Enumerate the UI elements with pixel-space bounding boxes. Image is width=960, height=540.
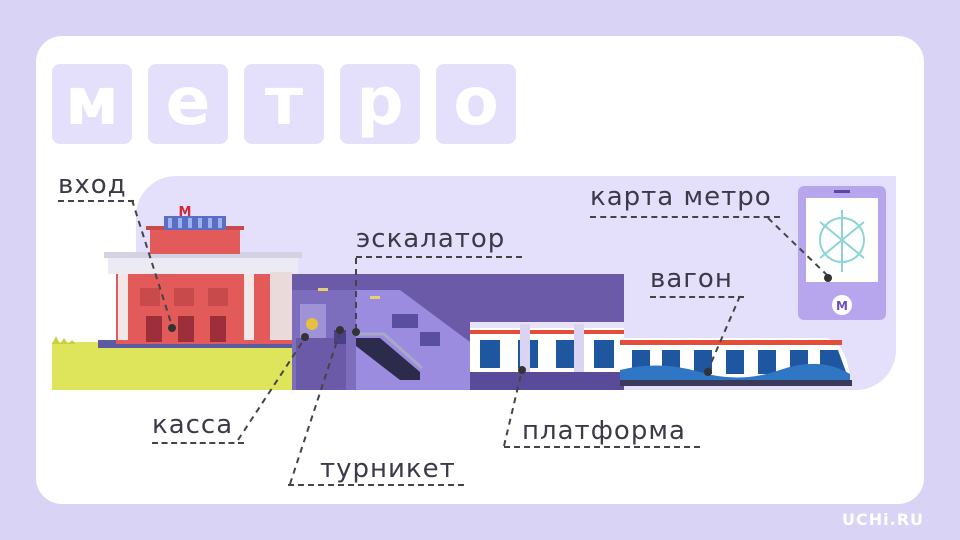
leader-dots	[168, 274, 832, 376]
station-sign: М	[179, 205, 192, 220]
station-building	[98, 216, 302, 348]
label-platform: платформа	[522, 416, 686, 446]
grass-tufts	[52, 336, 76, 344]
label-metro-map-underline	[590, 216, 780, 218]
metro-train	[620, 338, 852, 386]
map-logo: М	[836, 299, 848, 313]
label-escalator-underline	[356, 256, 522, 258]
grass	[52, 342, 292, 390]
leader-lines	[131, 199, 829, 485]
label-entrance-underline	[58, 200, 134, 202]
metro-map-phone	[798, 186, 886, 320]
label-metro-map: карта метро	[590, 182, 772, 212]
label-ticket-office-underline	[152, 442, 244, 444]
brand-logo: UCHi.RU	[842, 510, 924, 529]
title-letter-2: е	[148, 64, 228, 144]
label-entrance: вход	[58, 170, 127, 200]
title-letter-5: о	[436, 64, 516, 144]
label-platform-underline	[504, 446, 700, 448]
label-carriage-underline	[650, 296, 744, 298]
label-turnstile: турникет	[320, 454, 456, 484]
title-letter-3: т	[244, 64, 324, 144]
label-ticket-office: касса	[152, 410, 234, 440]
label-escalator: эскалатор	[356, 224, 506, 254]
label-turnstile-underline	[288, 484, 464, 486]
title-letter-1: м	[52, 64, 132, 144]
title-letter-4: р	[340, 64, 420, 144]
underground-hall	[292, 274, 624, 390]
label-carriage: вагон	[650, 264, 733, 294]
